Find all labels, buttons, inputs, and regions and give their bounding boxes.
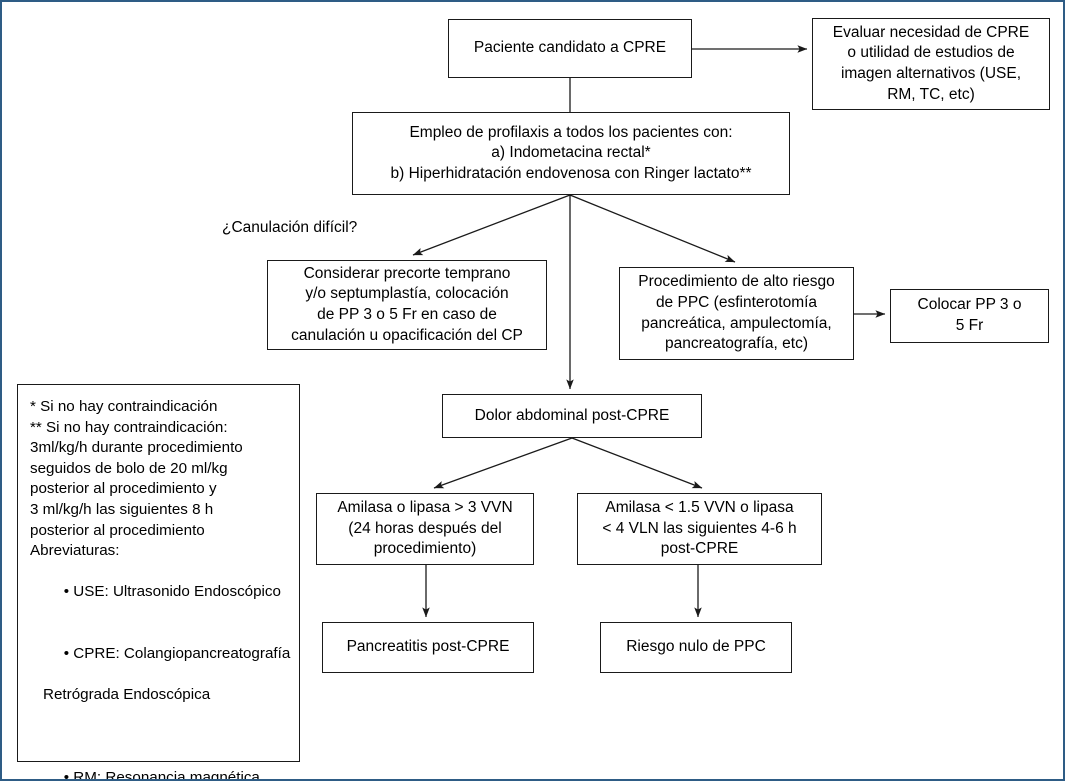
- legend-footnote-double-line-5: 3 ml/kg/h las siguientes 8 h: [30, 500, 214, 518]
- node-evaluar-necesidad[interactable]: Evaluar necesidad de CPRE o utilidad de …: [812, 18, 1050, 110]
- node-riesgo-nulo[interactable]: Riesgo nulo de PPC: [600, 622, 792, 673]
- node-amilasa-alta[interactable]: Amilasa o lipasa > 3 VVN (24 horas despu…: [316, 493, 534, 565]
- legend-abbreviation-item: • CPRE: Colangiopancreatografía Retrógra…: [30, 624, 291, 748]
- legend-footnote-double-line-4: posterior al procedimiento y: [30, 480, 217, 498]
- legend-footnotes-box: * Si no hay contraindicación ** Si no ha…: [17, 384, 300, 779]
- edge-dolor-to-amilasa-baja: [571, 437, 703, 489]
- legend-footnote-double-line-6: posterior al procedimiento: [30, 521, 205, 539]
- legend-abbreviation-item: • RM: Resonancia magnética: [30, 747, 289, 781]
- legend-abbreviation-item: • USE: Ultrasonido Endoscópico: [30, 562, 289, 624]
- node-colocar-pp[interactable]: Colocar PP 3 o 5 Fr: [890, 289, 1049, 343]
- edge-dolor-to-amilasa-alta: [433, 437, 573, 489]
- legend-abbreviation-line: • RM: Resonancia magnética: [63, 768, 260, 781]
- edge-profilaxis-to-precorte: [412, 194, 571, 256]
- node-considerar-precorte[interactable]: Considerar precorte temprano y/o septump…: [267, 260, 547, 350]
- node-pancreatitis-post-cpre[interactable]: Pancreatitis post-CPRE: [322, 622, 534, 673]
- legend-footnote-single: * Si no hay contraindicación: [30, 398, 218, 415]
- legend-abbreviation-line: • CPRE: Colangiopancreatografía: [63, 645, 291, 663]
- legend-footnote-double-line-2: 3ml/kg/h durante procedimiento: [30, 439, 243, 457]
- edge-profilaxis-to-altoriesgo: [569, 194, 736, 263]
- legend-footnote-double-line-1: ** Si no hay contraindicación:: [30, 418, 228, 436]
- node-dolor-abdominal[interactable]: Dolor abdominal post-CPRE: [442, 394, 702, 438]
- node-paciente-candidato[interactable]: Paciente candidato a CPRE: [448, 19, 692, 78]
- legend-abbreviations-title: Abreviaturas:: [30, 542, 120, 560]
- legend-footnote-double-line-3: seguidos de bolo de 20 ml/kg: [30, 459, 228, 477]
- node-procedimiento-alto-riesgo[interactable]: Procedimiento de alto riesgo de PPC (esf…: [619, 267, 854, 360]
- node-amilasa-baja[interactable]: Amilasa < 1.5 VVN o lipasa < 4 VLN las s…: [577, 493, 822, 565]
- legend-abbreviation-line-continued: Retrógrada Endoscópica: [43, 686, 211, 704]
- label-canulacion-dificil: ¿Canulación difícil?: [222, 219, 358, 236]
- node-empleo-profilaxis[interactable]: Empleo de profilaxis a todos los pacient…: [352, 112, 790, 195]
- legend-abbreviation-line: • USE: Ultrasonido Endoscópico: [63, 583, 281, 601]
